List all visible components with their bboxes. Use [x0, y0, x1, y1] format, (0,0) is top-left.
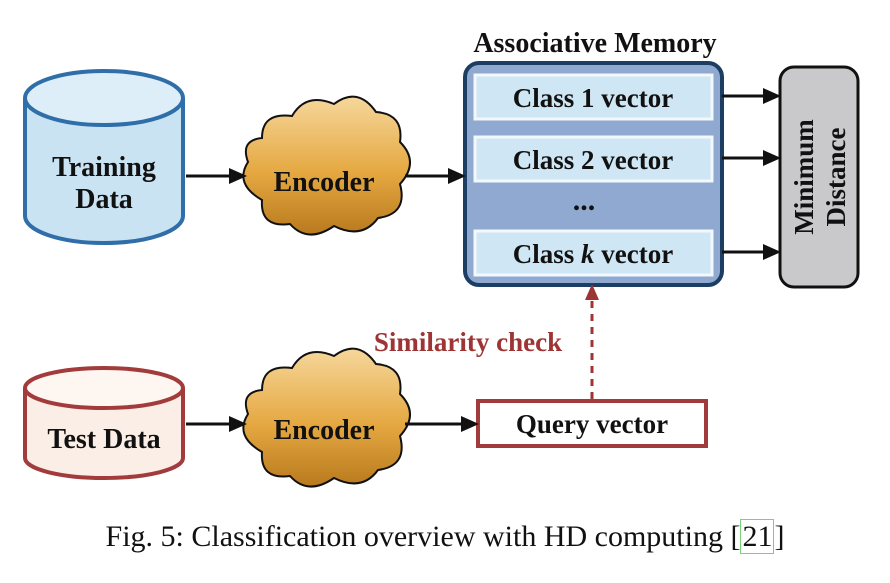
minimum-distance-line2: Distance	[821, 127, 851, 226]
test-data-cylinder: Test Data	[23, 366, 185, 480]
minimum-distance-line1: Minimum	[789, 119, 819, 235]
class-1-vector-box	[473, 73, 714, 121]
caption-text: Fig. 5: Classification overview with HD …	[105, 520, 741, 553]
class-k-prefix: Class	[513, 239, 581, 269]
test-data-label: Test Data	[47, 424, 160, 455]
class-k-vector-box	[473, 229, 714, 277]
training-data-label-line2: Data	[75, 184, 133, 215]
associative-memory: Associative Memory Class 1 vector Class …	[463, 28, 724, 287]
figure-caption: Fig. 5: Classification overview with HD …	[0, 519, 890, 554]
memory-ellipsis: ...	[573, 184, 596, 217]
class-2-vector-box	[473, 135, 714, 183]
query-vector-box	[476, 399, 708, 448]
training-data-label-line1: Training	[52, 152, 156, 183]
training-data-cylinder: Training Data	[23, 69, 185, 245]
class-2-vector-label: Class 2 vector	[513, 145, 673, 175]
minimum-distance-block: Minimum Distance	[778, 65, 860, 289]
citation-link[interactable]: 21	[740, 519, 775, 554]
encoder-bottom-label: Encoder	[273, 415, 374, 446]
class-k-suffix: vector	[595, 239, 674, 269]
encoder-cloud-top: Encoder	[242, 95, 411, 236]
query-vector-label: Query vector	[516, 409, 668, 439]
encoder-cloud-bottom: Encoder	[242, 347, 411, 488]
minimum-distance-box	[778, 65, 860, 289]
class-k-vector-label: Class k vector	[513, 239, 673, 269]
class-1-vector-label: Class 1 vector	[513, 83, 673, 113]
encoder-top-label: Encoder	[273, 167, 374, 198]
caption-close-bracket: ]	[774, 520, 785, 553]
similarity-check-label: Similarity check	[374, 327, 562, 357]
associative-memory-title: Associative Memory	[473, 28, 716, 59]
class-k-variable: k	[581, 239, 595, 269]
query-vector-block: Query vector	[476, 399, 708, 448]
